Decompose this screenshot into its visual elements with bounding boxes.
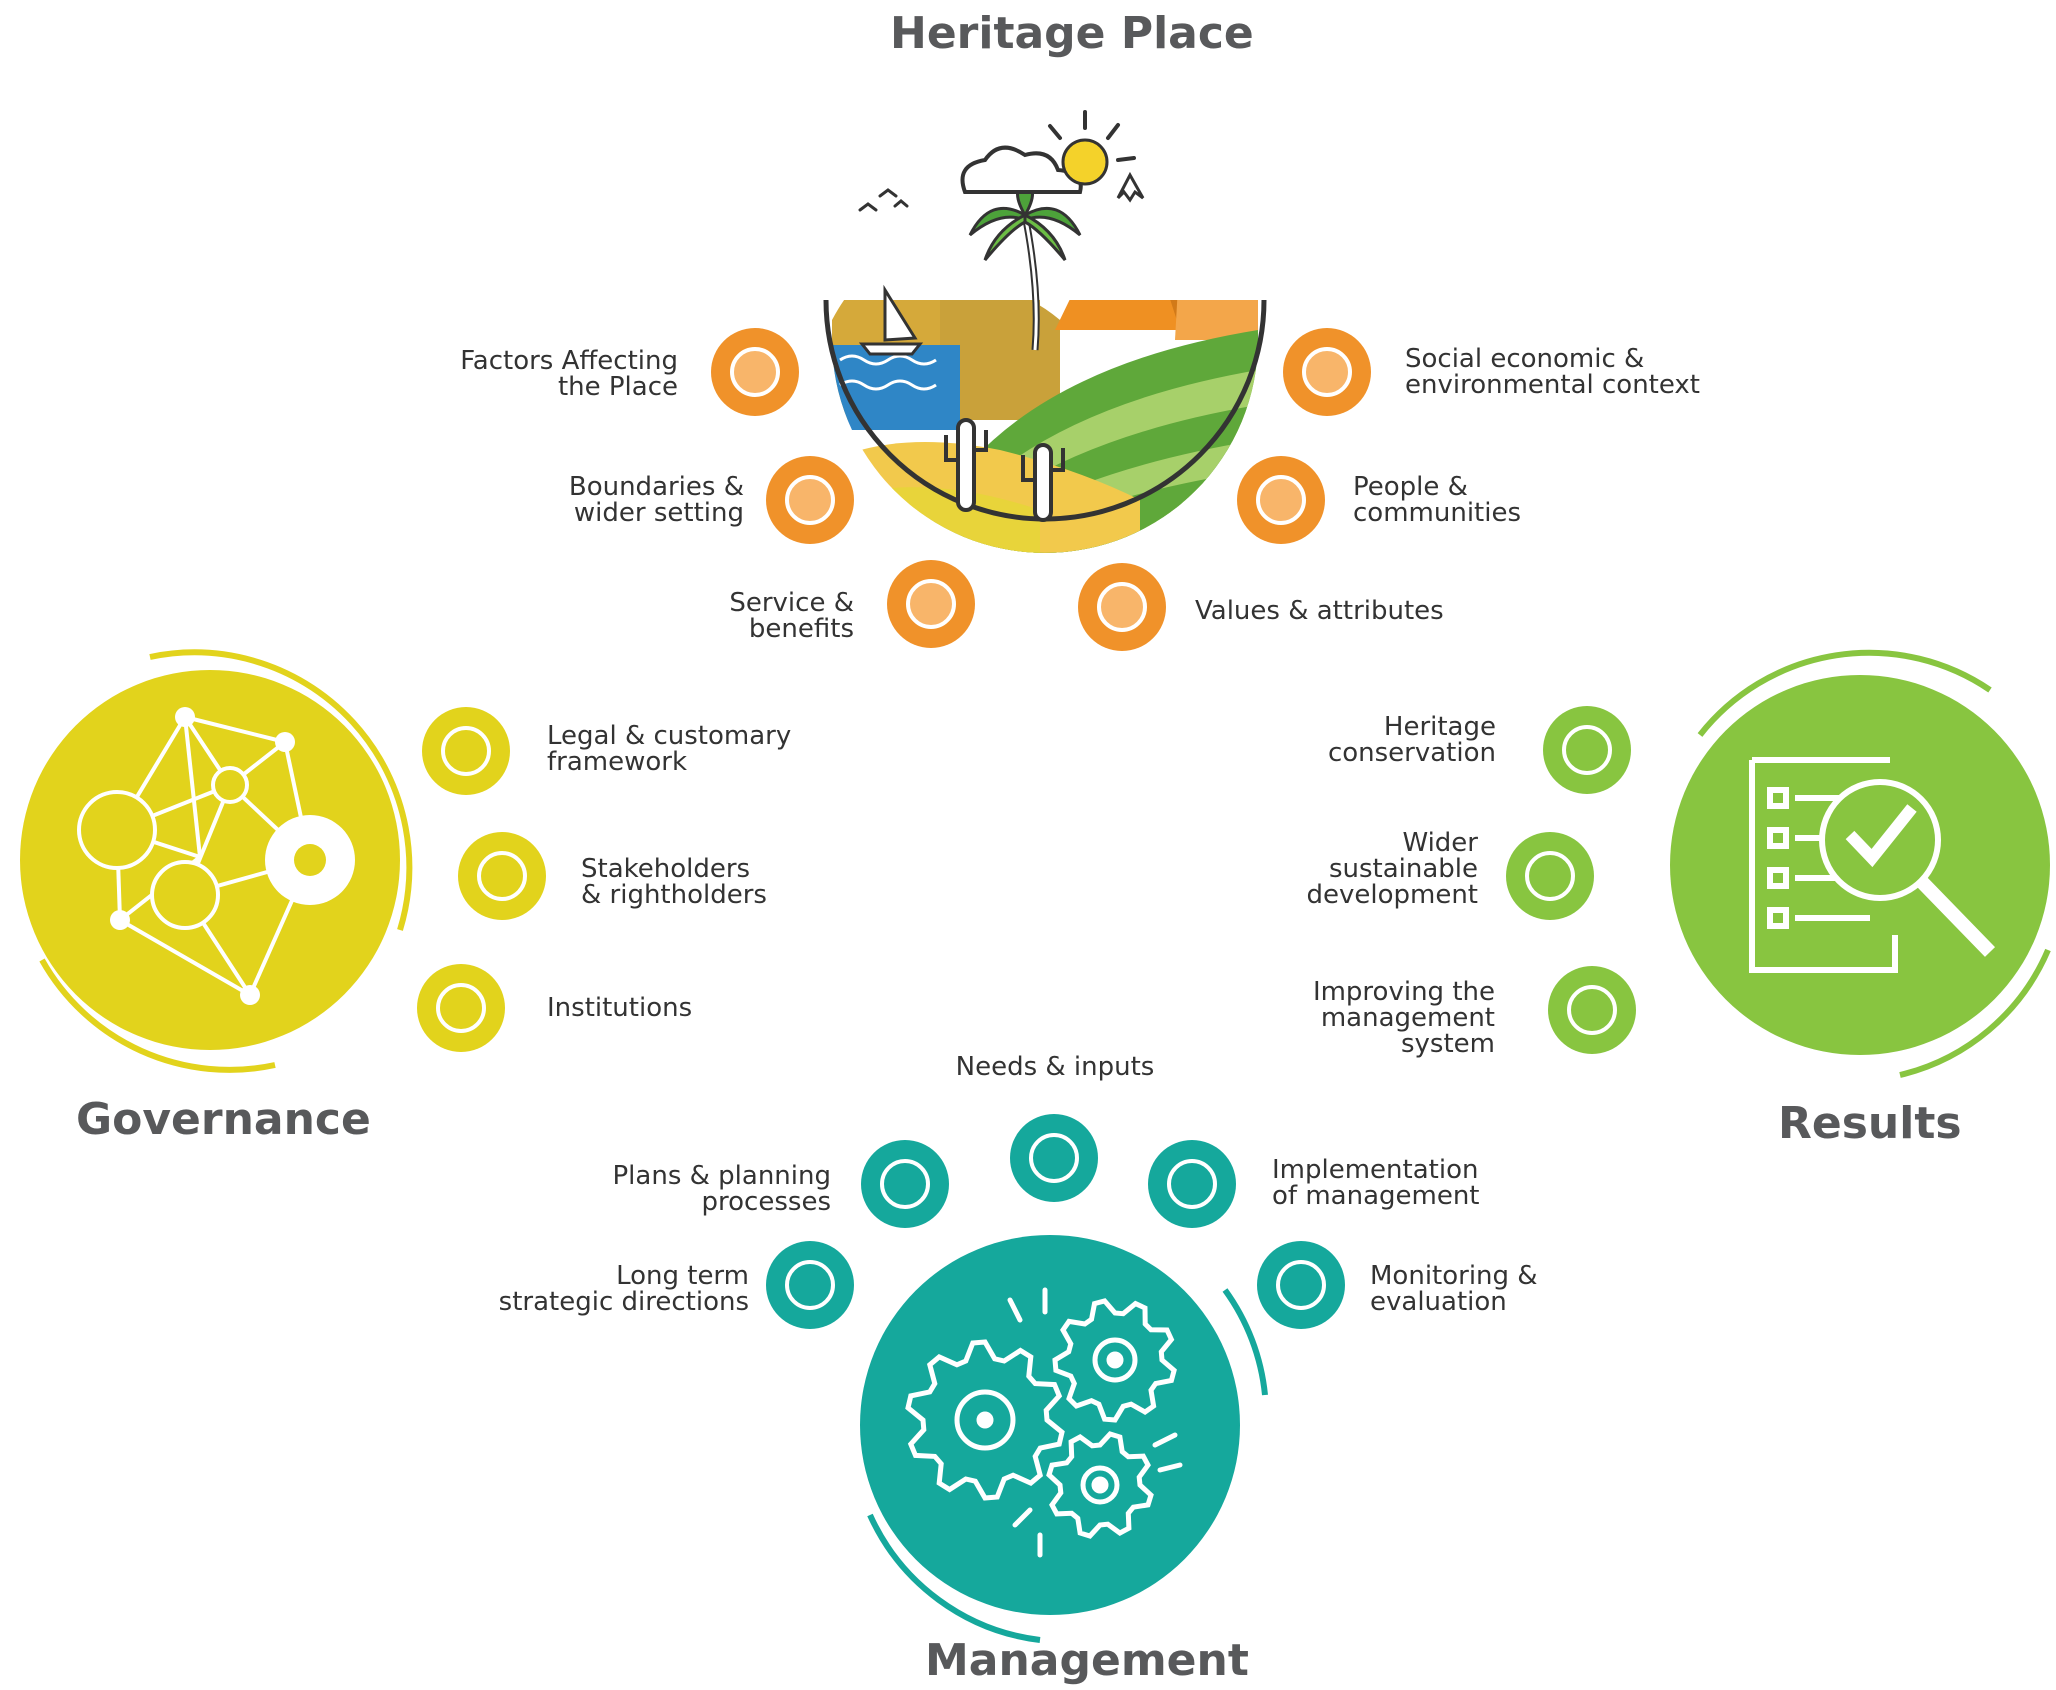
heritage-label-people: People &communities xyxy=(1353,472,1521,528)
governance-bubble-3 xyxy=(417,964,505,1052)
heritage-bubble-2 xyxy=(766,456,854,544)
management-label-needs: Needs & inputs xyxy=(955,1052,1155,1082)
governance-bubble-2 xyxy=(458,832,546,920)
gears-icon xyxy=(860,1235,1268,1643)
heritage-label-service: Service &benefits xyxy=(729,588,854,644)
network-nodes-icon xyxy=(20,649,413,1073)
management-label-monitoring: Monitoring &evaluation xyxy=(1370,1261,1538,1317)
governance-title: Governance xyxy=(76,1094,371,1145)
management-bubble-5 xyxy=(1257,1241,1345,1329)
management-bubble-4 xyxy=(766,1241,854,1329)
checklist-magnifier-icon xyxy=(1670,649,2051,1078)
landscape-icon xyxy=(823,110,1267,553)
heritage-label-social-context: Social economic &environmental context xyxy=(1405,344,1701,400)
governance-label-stakeholders: Stakeholders& rightholders xyxy=(581,854,767,910)
heritage-bubble-1 xyxy=(711,328,799,416)
heritage-bubble-4 xyxy=(1283,328,1371,416)
management-bubble-1 xyxy=(1010,1114,1098,1202)
heritage-place-title: Heritage Place xyxy=(890,8,1254,59)
heritage-bubble-3 xyxy=(887,560,975,648)
management-title: Management xyxy=(925,1635,1249,1686)
heritage-label-values: Values & attributes xyxy=(1195,596,1444,626)
results-bubble-3 xyxy=(1548,966,1636,1054)
heritage-label-boundaries: Boundaries &wider setting xyxy=(568,472,744,528)
results-title: Results xyxy=(1778,1098,1962,1149)
governance-label-institutions: Institutions xyxy=(547,993,693,1023)
heritage-bubble-5 xyxy=(1237,456,1325,544)
heritage-bubble-6 xyxy=(1078,563,1166,651)
governance-bubble-1 xyxy=(422,707,510,795)
results-bubble-1 xyxy=(1543,706,1631,794)
management-bubble-2 xyxy=(861,1140,949,1228)
management-bubble-3 xyxy=(1148,1140,1236,1228)
results-bubble-2 xyxy=(1506,832,1594,920)
